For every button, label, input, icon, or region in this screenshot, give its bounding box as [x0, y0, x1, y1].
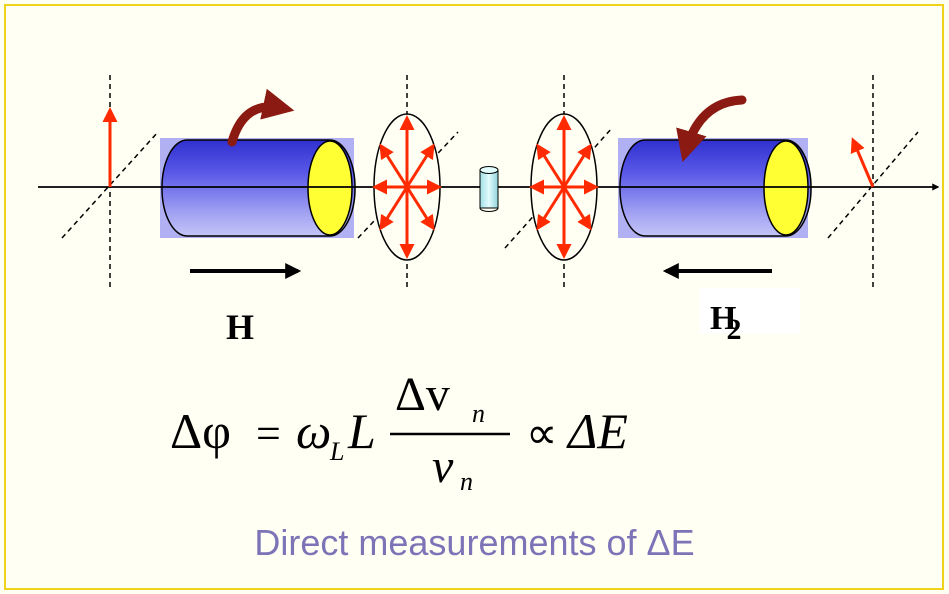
right-cylinder-end [763, 140, 809, 236]
rotation-arrows [227, 88, 747, 163]
dashed-diagonal-1 [61, 131, 159, 239]
field-label-right-subscript: 2 [726, 313, 742, 346]
spin-vector-final [850, 137, 875, 188]
caption: Direct measurements of ΔE [254, 522, 695, 563]
spin-vector [405, 143, 435, 188]
left-cylinder-body [161, 139, 356, 237]
right-magnet-cylinder [618, 138, 812, 238]
spin-vector [536, 143, 566, 188]
formula: Δφ = ω L L Δv n v n ∝ ΔE [170, 368, 628, 490]
rotation-arrow-right-icon [676, 95, 747, 163]
starburst-left [372, 115, 442, 259]
sample [479, 166, 499, 212]
formula-length: L [347, 403, 376, 459]
spin-vector [379, 143, 409, 188]
spin-arrow-right [850, 137, 875, 188]
spin-vector [379, 186, 409, 231]
starburst-right [529, 115, 599, 259]
formula-denominator-sub: n [460, 467, 473, 490]
formula-omega: ω [296, 403, 331, 459]
formula-equals: = [256, 409, 281, 458]
spin-vector [536, 186, 566, 231]
formula-numerator: Δv [395, 368, 450, 421]
rotation-arrow-left-icon [227, 88, 295, 147]
sample-body [479, 169, 499, 209]
formula-omega-sub: L [329, 437, 344, 466]
formula-numerator-sub: n [472, 399, 485, 428]
spin-vector [562, 143, 592, 188]
field-label-right: H2 [710, 300, 751, 346]
left-magnet-cylinder [160, 138, 356, 238]
right-label-box [700, 288, 800, 334]
formula-delta-phi: Δφ [170, 403, 231, 459]
formula-proportional: ∝ [526, 409, 557, 458]
right-cylinder-body [619, 139, 812, 237]
spin-vector [562, 186, 592, 231]
sample-top [479, 166, 499, 174]
formula-denominator: v [432, 440, 454, 490]
spin-vector [405, 186, 435, 231]
field-label-right-text: H [710, 300, 737, 337]
sample-bottom [479, 207, 499, 212]
field-label-left: H [226, 307, 255, 347]
left-cylinder-end [307, 140, 353, 236]
formula-delta-e: ΔE [566, 403, 628, 459]
